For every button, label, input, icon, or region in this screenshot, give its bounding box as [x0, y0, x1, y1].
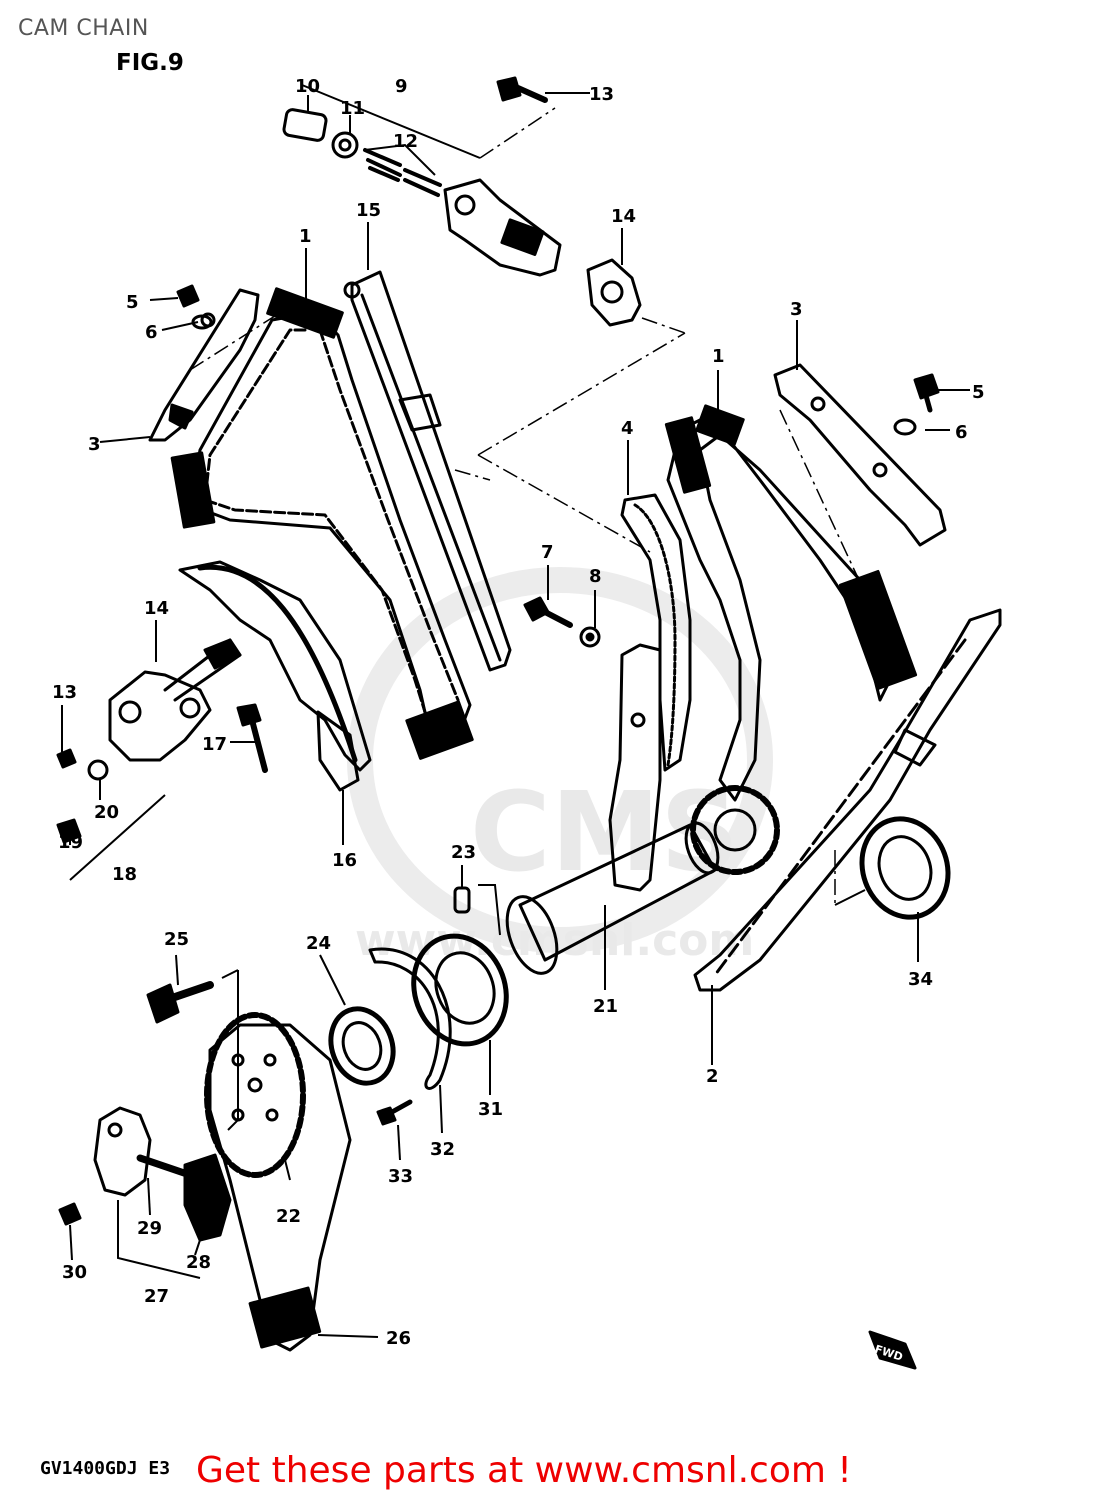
camshaft-21	[505, 785, 780, 975]
callout-label: 15	[356, 200, 381, 221]
bolt-17	[236, 703, 268, 773]
washer-20	[87, 759, 109, 781]
washer-6-right	[893, 418, 917, 436]
bolt-30	[58, 1202, 82, 1226]
bolt-13-left	[56, 748, 77, 769]
callout-label: 7	[541, 542, 554, 563]
callout-label: 14	[611, 206, 636, 227]
callout-label: 10	[295, 76, 320, 97]
screw-33	[376, 1099, 413, 1126]
cmsnl-promo-link[interactable]: Get these parts at www.cmsnl.com !	[196, 1450, 852, 1491]
tensioner-guide-left	[343, 270, 512, 672]
callout-label: 21	[593, 996, 618, 1017]
figure-label: FIG.9	[116, 50, 184, 76]
bearing-34	[859, 816, 951, 920]
callout-label: 20	[94, 802, 119, 823]
callout-labels: 1 1 2 3 3 4 5 5 6 6 7 8 9 10 11 12 13 13…	[52, 76, 985, 1349]
phantom-line-f	[189, 299, 301, 371]
phantom-line-e	[779, 409, 859, 579]
callout-label: 24	[306, 933, 331, 954]
callout-label: 5	[126, 292, 139, 313]
callout-label: 30	[62, 1262, 87, 1283]
callout-label: 13	[52, 682, 77, 703]
circlip-32	[368, 947, 452, 1090]
page-title: CAM CHAIN	[18, 16, 149, 41]
callout-label: 16	[332, 850, 357, 871]
fwd-arrow	[868, 1330, 917, 1370]
bolt-13-top	[496, 76, 548, 103]
tensioner-assembly-top	[282, 108, 562, 277]
chain-guide-right-lower	[693, 608, 1002, 992]
callout-label: 14	[144, 598, 169, 619]
callout-label: 1	[299, 226, 312, 247]
callout-label: 8	[589, 566, 602, 587]
callout-label: 6	[955, 422, 968, 443]
callout-label: 34	[908, 969, 933, 990]
chain-tensioner-lower	[93, 1106, 232, 1242]
callout-label: 3	[790, 299, 803, 320]
cam-chain-exploded-diagram: CMS www.cmsnl.com	[52, 76, 1002, 1370]
callout-label: 22	[276, 1206, 301, 1227]
callout-label: 12	[393, 131, 418, 152]
chain-guide-right-upper	[773, 363, 947, 547]
phantom-line-c	[479, 107, 556, 159]
callout-label: 28	[186, 1252, 211, 1273]
bearing-31	[411, 933, 509, 1047]
chain-guide-lower-left	[178, 560, 372, 792]
oil-seal-24	[328, 1006, 396, 1086]
bolt-7	[523, 596, 573, 628]
callout-label: 29	[137, 1218, 162, 1239]
gasket-14-top	[586, 258, 642, 327]
chain-guide-4	[620, 493, 692, 772]
callout-label: 27	[144, 1286, 169, 1307]
callout-label: 18	[112, 864, 137, 885]
cam-chain-left	[170, 287, 474, 760]
callout-label: 11	[340, 98, 365, 119]
bolt-5-right	[913, 373, 940, 413]
phantom-line-b	[477, 454, 651, 553]
phantom-line-d	[641, 317, 686, 334]
chain-guide-mount	[608, 643, 662, 892]
callout-label: 25	[164, 929, 189, 950]
sprocket-22	[204, 1012, 306, 1178]
chain-tensioner-left	[108, 638, 242, 762]
washer-8	[579, 626, 601, 648]
bolt-5-left	[176, 284, 200, 308]
callout-label: 26	[386, 1328, 411, 1349]
callout-label: 6	[145, 322, 158, 343]
cam-chain-right	[664, 404, 918, 802]
phantom-line-g	[454, 469, 491, 481]
callout-label: 2	[706, 1066, 719, 1087]
callout-label: 9	[395, 76, 408, 97]
model-code: GV1400GDJ E3	[40, 1458, 171, 1479]
washer-6-left	[191, 314, 213, 330]
callout-label: 3	[88, 434, 101, 455]
bolt-25	[146, 981, 214, 1024]
callout-label: 4	[621, 418, 634, 439]
callout-label: 17	[202, 734, 227, 755]
phantom-line-a	[477, 332, 686, 456]
callout-label: 32	[430, 1139, 455, 1160]
callout-label: 19	[58, 832, 83, 853]
callout-label: 33	[388, 1166, 413, 1187]
watermark: CMS www.cmsnl.com	[347, 567, 773, 966]
chain-guide-left	[148, 288, 260, 442]
callout-label: 31	[478, 1099, 503, 1120]
callout-label: 5	[972, 382, 985, 403]
callout-label: 23	[451, 842, 476, 863]
callout-label: 1	[712, 346, 725, 367]
callout-label: 13	[589, 84, 614, 105]
cam-chain-lower-26	[208, 1023, 352, 1352]
